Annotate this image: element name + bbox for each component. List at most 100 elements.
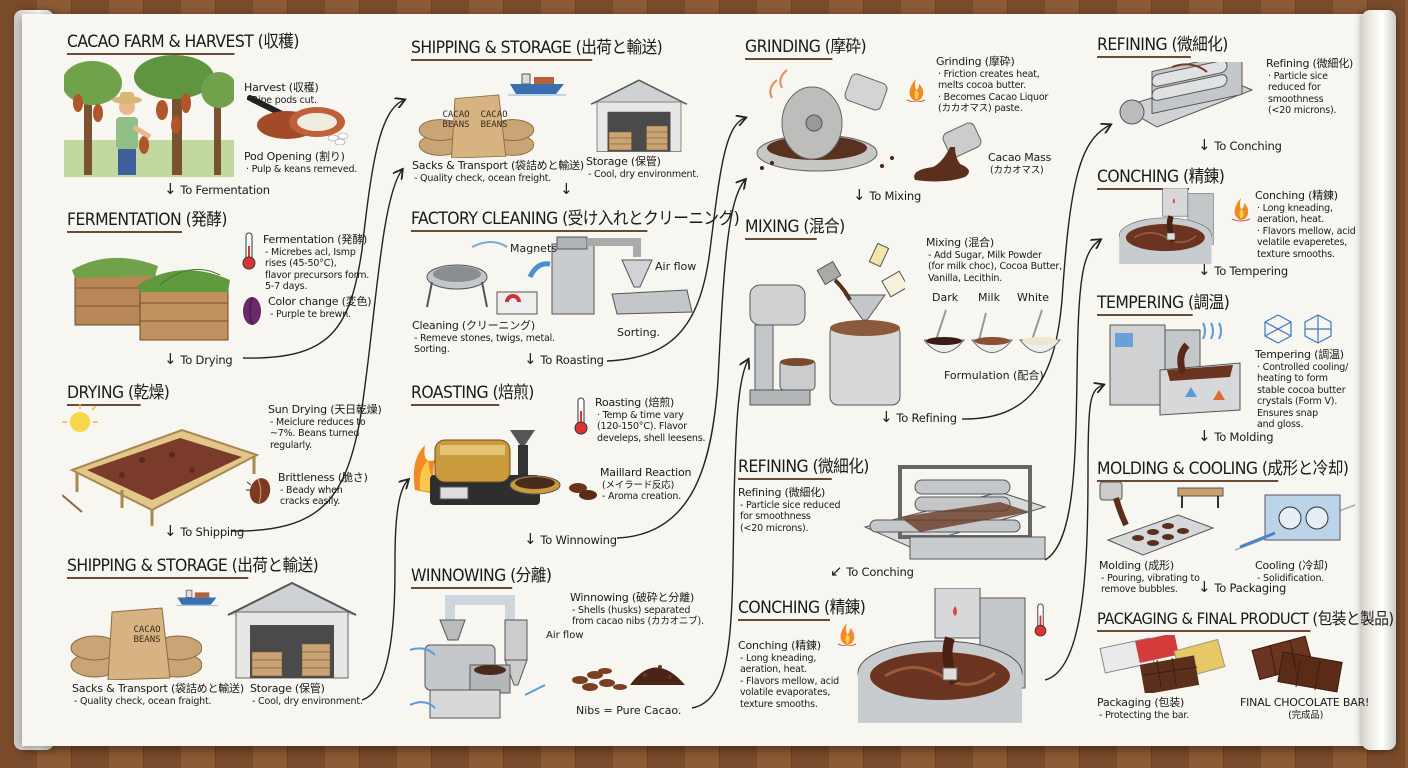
cleaning-machines-illustration <box>412 232 702 327</box>
heading-molding-cooling: MOLDING & COOLING (成形と冷却) <box>1097 454 1349 482</box>
note-line: (<20 microns). <box>1268 105 1337 116</box>
note-title: Conching (精錬) <box>738 639 821 652</box>
note-title: Harvest (収穫) <box>244 81 319 94</box>
note-sun-drying: Sun Drying (天日乾燥)- Meiclure reduces to~7… <box>268 404 382 451</box>
roller-refiner-illustration <box>1112 62 1257 140</box>
note-line: · Ripe pods cut. <box>246 94 317 106</box>
note-line: for smoothness <box>740 511 811 522</box>
note-line: aeration, heat. <box>740 664 808 675</box>
note-line: - Purple te brewn. <box>270 308 351 320</box>
note-line: texture smooths. <box>740 698 818 710</box>
note-line: (カカオマス) <box>990 164 1044 176</box>
flame-icon <box>1230 196 1252 222</box>
note-pod-opening: Pod Opening (割り)· Pulp & keans remeved. <box>244 151 357 175</box>
note-title: Pod Opening (割り) <box>244 150 345 163</box>
note-title: FINAL CHOCOLATE BAR! <box>1240 696 1370 709</box>
note-title: Sun Drying (天日乾燥) <box>268 403 382 416</box>
note-packaging: Packaging (包装)- Protecting the bar. <box>1097 697 1189 721</box>
note-title: Packaging (包装) <box>1097 696 1185 709</box>
note-line: (120-150°C). Flavor <box>597 421 687 432</box>
cacao-farmer-trees-illustration <box>64 55 234 177</box>
note-title: Sacks & Transport (袋詰めと輸送) <box>412 159 584 172</box>
warehouse-illustration <box>575 78 703 153</box>
flame-icon <box>905 78 927 102</box>
heading-winnowing: WINNOWING (分離) <box>411 561 552 589</box>
conche-machine-illustration <box>855 588 1045 730</box>
note-line: - Shells (husks) separated <box>572 604 691 616</box>
note-line: - Micrebes acl, Ismp <box>265 246 356 258</box>
note-title: Maillard Reaction <box>600 466 692 479</box>
note-line: · Becomes Cacao Liquor <box>938 91 1049 103</box>
note-title: Fermentation (発酵) <box>263 233 368 246</box>
note-line: · Pulp & keans remeved. <box>246 163 358 175</box>
note-line: reduced for <box>1268 82 1321 93</box>
note-title: Brittleness (脆さ) <box>278 471 368 484</box>
note-title: Storage (保管) <box>250 682 325 695</box>
note-line: (カカオマス) paste. <box>938 103 1023 114</box>
heading-mixing: MIXING (混合) <box>745 212 845 240</box>
arrow-to-molding: ↓To Molding <box>1198 427 1274 445</box>
note-line: (<20 microns). <box>740 522 809 534</box>
heading-refining-2: REFINING (微細化) <box>1097 30 1228 58</box>
note-line: (for milk choc), Cocoa Butter, <box>928 261 1062 272</box>
heading-factory-cleaning: FACTORY CLEANING (受け入れとクリーニング) <box>411 204 740 232</box>
cacao-pod-knife-illustration <box>245 90 350 145</box>
note-line: heating to form <box>1257 373 1328 384</box>
thermometer-icon <box>1034 603 1047 637</box>
tempering-machine-illustration <box>1105 315 1245 427</box>
note-title: Cleaning (クリーニング) <box>412 319 535 332</box>
note-line: remove bubbles. <box>1101 584 1178 595</box>
down-arrow-icon: ↓ <box>1198 136 1211 154</box>
note-title: Refining (微細化) <box>738 486 826 499</box>
note-title: Cooling (冷却) <box>1255 559 1328 572</box>
note-grinding: Grinding (摩砕)· Friction creates heat,mel… <box>936 56 1048 115</box>
note-line: flavor precursors form. <box>265 269 370 281</box>
note-line: · Friction creates heat, <box>938 68 1040 80</box>
conche-machine-illustration <box>1110 188 1232 268</box>
down-arrow-icon: ↓ <box>164 350 177 368</box>
down-arrow-icon: ↓ <box>524 350 537 368</box>
note-line: - Protecting the bar. <box>1099 709 1190 721</box>
note-cleaning: Cleaning (クリーニング)- Remeve stones, twigs,… <box>412 320 555 356</box>
down-arrow-icon: ↓ <box>1198 261 1211 279</box>
cargo-ship-icon <box>508 68 566 96</box>
note-conching: Conching (精錬)- Long kneading,aeration, h… <box>738 640 839 710</box>
note-line: rises (45-50°C), <box>265 258 337 269</box>
scroll-roll-right <box>1362 10 1396 750</box>
note-winnowing: Winnowing (破砕と分離)- Shells (husks) separa… <box>570 592 704 628</box>
down-arrow-icon: ↓ <box>164 522 177 540</box>
crystal-structure-icon <box>1262 313 1337 345</box>
note-line: velatile evaperetes, <box>1257 237 1348 248</box>
note-line: · Controlled cooling/ <box>1257 361 1349 373</box>
note-line: · Temp & time vary <box>597 409 684 421</box>
note-title: Sacks & Transport (袋詰めと輸送) <box>72 682 244 695</box>
cacao-sacks-illustration <box>70 600 202 680</box>
roll-refiner-illustration <box>860 452 1048 562</box>
heading-shipping-storage-2: SHIPPING & STORAGE (出荷と輸送) <box>411 33 663 61</box>
label-air-flow: Air flow <box>546 630 584 641</box>
note-line: - Meiclure reduces to <box>270 416 366 428</box>
purple-bean-icon <box>242 296 262 326</box>
note-title: Storage (保管) <box>586 155 661 168</box>
arrow-to-cleaning: ↓ <box>560 180 573 198</box>
note-maillard-reaction: Maillard Reaction(メイラード反応)- Aroma creati… <box>600 466 692 503</box>
note-cacao-mass: Cacao Mass(カカオマス) <box>988 152 1051 176</box>
heading-roasting: ROASTING (焙煎) <box>411 378 534 406</box>
note-line: Vanilla, Lecithin. <box>928 272 1003 284</box>
roasted-bean-icon <box>245 472 271 506</box>
sun-drying-racks-illustration <box>62 400 262 528</box>
label-white: White <box>1017 291 1049 304</box>
note-line: - Cool, dry environment. <box>588 168 699 180</box>
note-line: cracks easily. <box>280 496 341 507</box>
molding-tray-illustration <box>1098 480 1233 558</box>
roaster-machine-illustration <box>410 415 565 515</box>
note-line: - Aroma creation. <box>602 491 681 502</box>
note-line: - Pouring, vibrating to <box>1101 572 1200 584</box>
note-line: - Quality check, ocean fraight. <box>74 695 212 707</box>
down-arrow-icon: ↓ <box>164 180 177 198</box>
note-line: ~7%. Beans turned <box>270 428 360 439</box>
note-title: Winnowing (破砕と分離) <box>570 591 695 604</box>
heading-grinding: GRINDING (摩砕) <box>745 32 867 60</box>
formulation-bowls-illustration <box>924 305 1064 360</box>
